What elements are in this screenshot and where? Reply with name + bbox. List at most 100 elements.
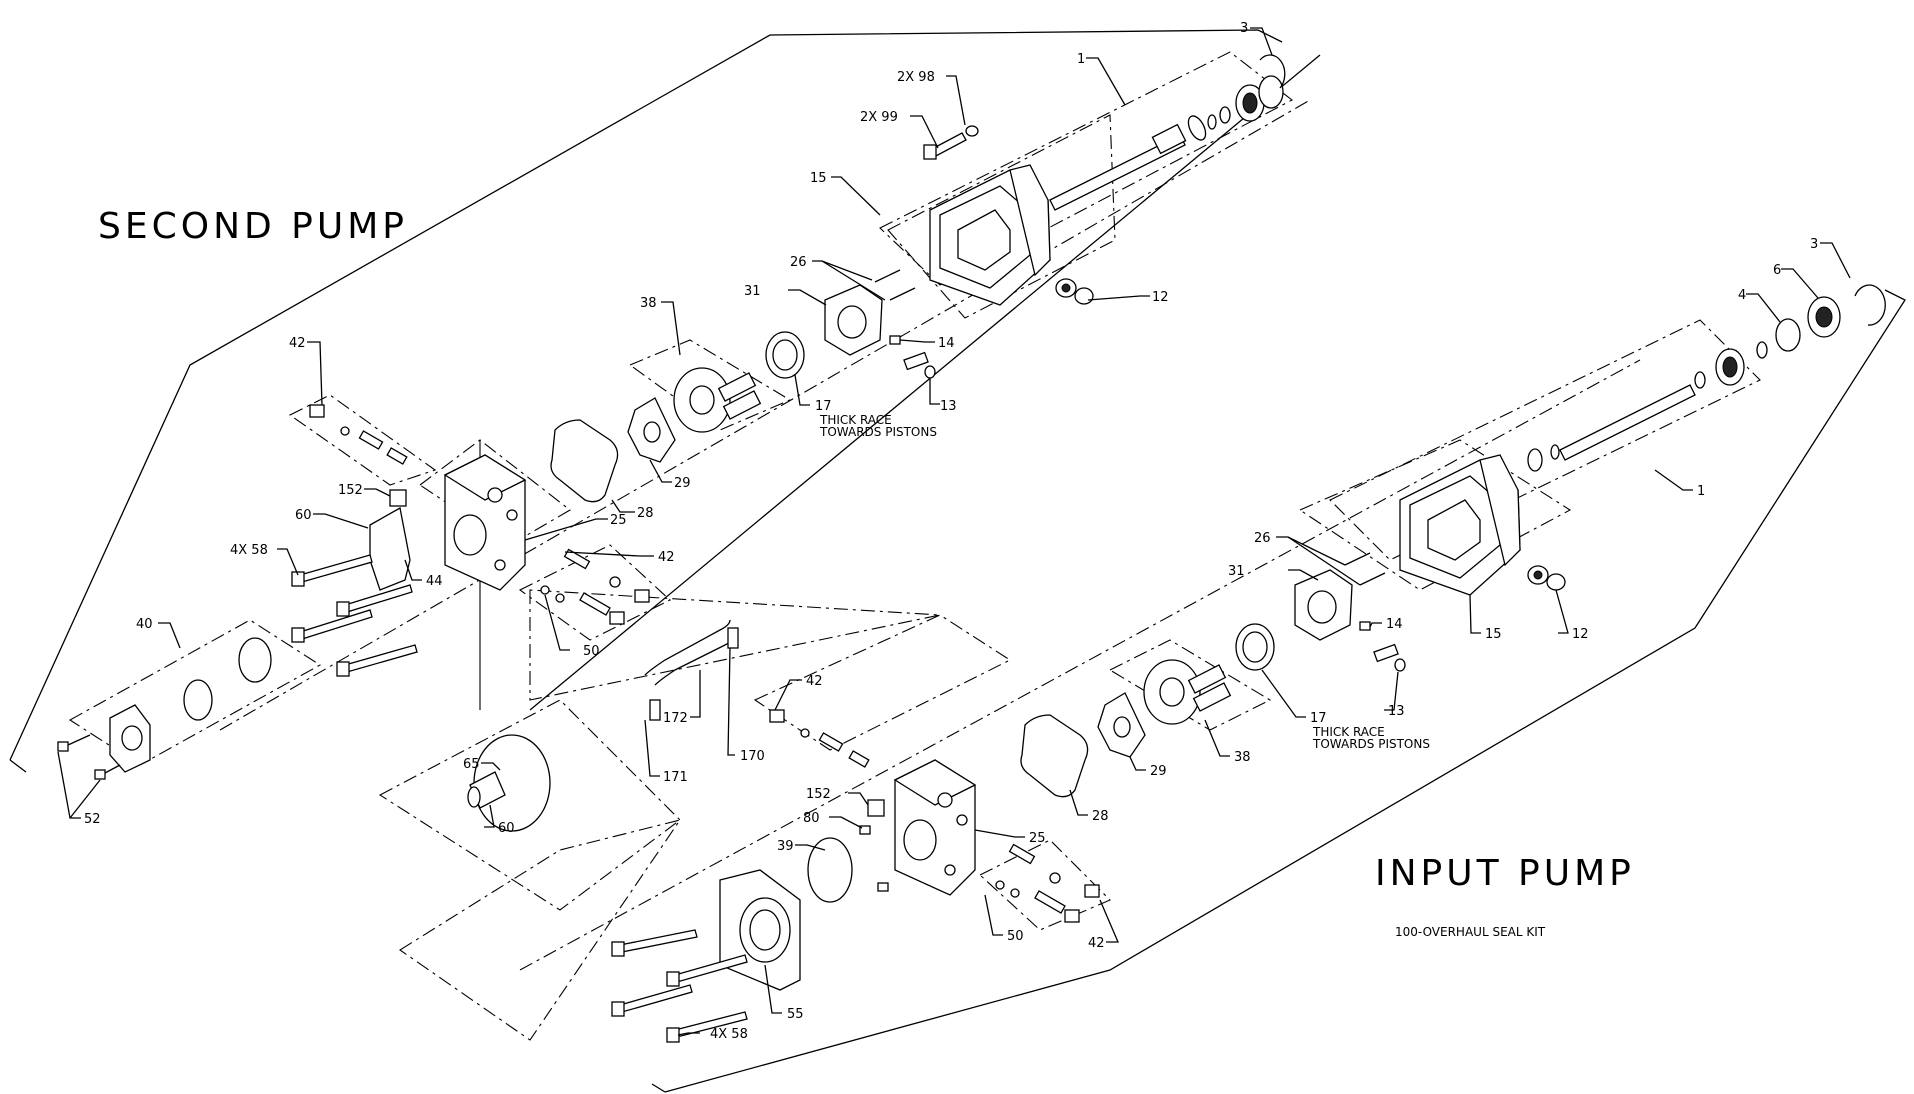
seal-12-top	[1055, 278, 1094, 305]
callout-28-top: 28	[637, 506, 654, 521]
bearing-17-bot	[1235, 623, 1275, 671]
callout-80: 80	[803, 811, 820, 826]
callout-39: 39	[777, 839, 794, 854]
oring-39	[807, 837, 853, 903]
callout-28-bot: 28	[1092, 809, 1109, 824]
housing-15-top	[929, 164, 1051, 306]
seal-kit-note: 100-OVERHAUL SEAL KIT	[1395, 925, 1546, 939]
callout-60-bot: 60	[498, 821, 515, 836]
pin-26-top-a	[874, 269, 901, 283]
leader-lines	[57, 27, 1851, 1036]
callout-13-top: 13	[940, 399, 957, 414]
valve-42-bot	[1008, 843, 1100, 898]
input-pump-title: INPUT PUMP	[1375, 853, 1635, 894]
callout-labels: 3 2X 98 2X 99 1 15 26 31 12 14 13 38 17 …	[84, 21, 1818, 1042]
callout-42-top-b: 42	[658, 550, 675, 565]
callout-3-top: 3	[1240, 21, 1248, 36]
callout-15-bot: 15	[1485, 627, 1502, 642]
bolts-58-bot	[611, 929, 748, 1043]
callout-42-top-a: 42	[289, 336, 306, 351]
callout-42-bot: 42	[1088, 936, 1105, 951]
callout-3-bot: 3	[1810, 237, 1818, 252]
snap-ring-3-bot	[1854, 284, 1886, 326]
hose-172	[644, 619, 739, 721]
callout-152-bot: 152	[806, 787, 831, 802]
valve-42-top-a	[309, 404, 408, 465]
center-lines	[219, 99, 1641, 971]
callout-25-bot: 25	[1029, 831, 1046, 846]
bolt-99-top	[923, 125, 979, 160]
callout-25-top: 25	[610, 513, 627, 528]
callout-29-bot: 29	[1150, 764, 1167, 779]
part-13-bot	[1373, 643, 1406, 672]
assembly-boundary-lines	[9, 29, 1906, 1093]
callout-152-top: 152	[338, 483, 363, 498]
note-thick-race-top-2: TOWARDS PISTONS	[819, 425, 937, 439]
input-pump-parts	[611, 54, 1886, 1043]
shaft-1-bot	[1527, 341, 1768, 472]
cylinder-38-bot	[1143, 659, 1232, 725]
callout-15-top: 15	[810, 171, 827, 186]
snap-ring-3-top	[1259, 54, 1286, 89]
valve-50-bot	[995, 880, 1080, 923]
bolts-58-top	[291, 554, 418, 677]
callout-14-bot: 14	[1386, 617, 1403, 632]
plug-152-top	[389, 489, 407, 507]
valve-42-top-b	[563, 548, 650, 603]
part-14-bot	[1359, 621, 1371, 631]
callout-13-bot: 13	[1388, 704, 1405, 719]
sleeve-60-bot	[467, 771, 506, 809]
callout-50-bot: 50	[1007, 929, 1024, 944]
callout-26-bot: 26	[1254, 531, 1271, 546]
callout-1-top: 1	[1077, 52, 1085, 67]
callout-44: 44	[426, 574, 443, 589]
callout-40: 40	[136, 617, 153, 632]
callout-38-top: 38	[640, 296, 657, 311]
endcover-25-bot	[893, 759, 977, 896]
callout-6: 6	[1773, 263, 1781, 278]
gasket-28-bot	[1020, 714, 1089, 798]
ring-4	[1775, 318, 1801, 352]
second-pump-title: SECOND PUMP	[98, 206, 408, 247]
seal-12-bot	[1527, 565, 1566, 591]
flange-55	[719, 869, 801, 991]
fitting-80	[859, 825, 889, 892]
callout-4: 4	[1738, 288, 1746, 303]
endcover-25-top	[443, 454, 527, 591]
callout-17-top: 17	[815, 399, 832, 414]
callout-172: 172	[663, 711, 688, 726]
callout-65: 65	[463, 757, 480, 772]
valve-42-mid	[769, 709, 870, 768]
pin-26-bot-b	[1359, 572, 1386, 586]
callout-31-bot: 31	[1228, 564, 1245, 579]
callout-12-top: 12	[1152, 290, 1169, 305]
callout-14-top: 14	[938, 336, 955, 351]
swashplate-31-bot	[1294, 569, 1353, 641]
callout-50-top: 50	[583, 644, 600, 659]
callout-12-bot: 12	[1572, 627, 1589, 642]
part-14-top	[889, 335, 901, 345]
callout-171: 171	[663, 770, 688, 785]
callout-2x99: 2X 99	[860, 110, 898, 125]
callout-52: 52	[84, 812, 101, 827]
pin-26-bot-a	[1344, 552, 1371, 566]
note-thick-race-bot-1: THICK RACE	[1312, 725, 1385, 739]
bearing-6	[1807, 296, 1841, 338]
bearing-17-top	[765, 331, 805, 379]
note-thick-race-bot-2: TOWARDS PISTONS	[1312, 737, 1430, 751]
callout-60-top: 60	[295, 508, 312, 523]
callout-17-bot: 17	[1310, 711, 1327, 726]
plug-152-bot	[867, 799, 885, 817]
shaft-1-top	[1049, 75, 1284, 211]
callout-26-top: 26	[790, 255, 807, 270]
callout-55: 55	[787, 1007, 804, 1022]
bracket-60-top	[369, 506, 411, 591]
valve-50-top	[540, 585, 625, 625]
callout-2x98: 2X 98	[897, 70, 935, 85]
callout-1-bot: 1	[1697, 484, 1705, 499]
callout-4x58-bot: 4X 58	[710, 1027, 748, 1042]
note-thick-race-top-1: THICK RACE	[819, 413, 892, 427]
callout-31-top: 31	[744, 284, 761, 299]
second-pump-parts	[57, 75, 1284, 832]
cylinder-38-top	[673, 367, 762, 433]
